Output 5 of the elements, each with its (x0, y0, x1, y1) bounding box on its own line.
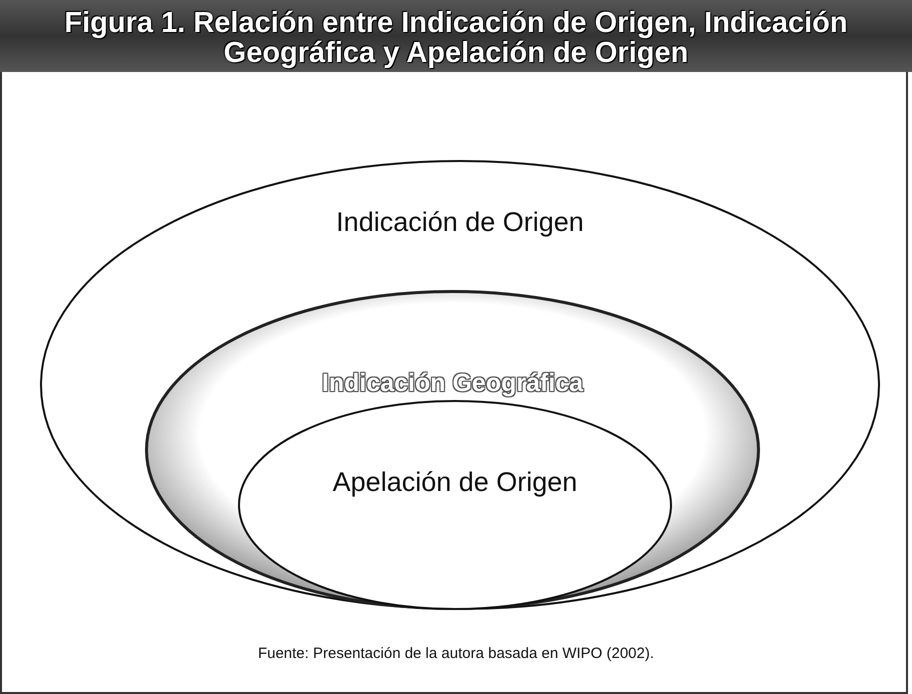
region-label: Indicación Geográfica (320, 368, 586, 400)
region-label: Indicación de Origen (335, 206, 585, 239)
region-label: Apelación de Origen (332, 466, 578, 499)
figure-title: Figura 1. Relación entre Indicación de Origen, Indicación Geográfica y Apelación de Origen (63, 8, 849, 68)
source-caption: Fuente: Presentación de la autora basada en WIPO (2002). (256, 645, 656, 662)
